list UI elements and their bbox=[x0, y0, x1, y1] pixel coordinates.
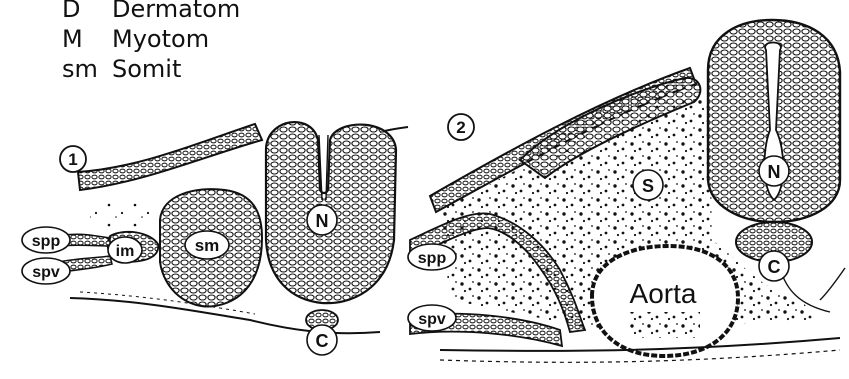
svg-text:im: im bbox=[116, 243, 135, 260]
label-s: S bbox=[633, 170, 663, 200]
svg-text:sm: sm bbox=[195, 236, 220, 255]
svg-text:spv: spv bbox=[32, 264, 60, 281]
panel-1: 1 spp spv im sm N C bbox=[22, 122, 408, 355]
label-spv-2: spv bbox=[408, 305, 456, 331]
label-n-2: N bbox=[759, 156, 789, 186]
svg-text:C: C bbox=[316, 331, 329, 351]
label-spp-2: spp bbox=[408, 244, 456, 270]
svg-text:spv: spv bbox=[418, 311, 446, 328]
svg-text:spp: spp bbox=[32, 233, 61, 250]
label-c-1: C bbox=[307, 325, 337, 355]
label-sm: sm bbox=[185, 231, 229, 259]
label-aorta: Aorta bbox=[630, 278, 697, 309]
panel-2-number: 2 bbox=[448, 114, 474, 140]
svg-text:N: N bbox=[768, 162, 781, 182]
svg-text:C: C bbox=[768, 257, 781, 277]
ectoderm-dorsal bbox=[78, 124, 262, 190]
label-spp-1: spp bbox=[22, 227, 70, 253]
label-im: im bbox=[108, 237, 142, 263]
panel-2: 2 spp spv S N C Aorta bbox=[408, 20, 845, 362]
label-spv-1: spv bbox=[22, 258, 70, 284]
svg-text:S: S bbox=[642, 176, 654, 196]
label-c-2: C bbox=[759, 251, 789, 281]
panel-1-number: 1 bbox=[60, 146, 86, 172]
aorta-blood-cells bbox=[630, 312, 700, 338]
svg-text:spp: spp bbox=[418, 250, 447, 267]
svg-text:1: 1 bbox=[68, 150, 77, 169]
label-n-1: N bbox=[307, 205, 337, 235]
svg-text:2: 2 bbox=[456, 118, 465, 137]
svg-text:N: N bbox=[316, 211, 329, 231]
mesenchyme-1 bbox=[90, 200, 150, 230]
